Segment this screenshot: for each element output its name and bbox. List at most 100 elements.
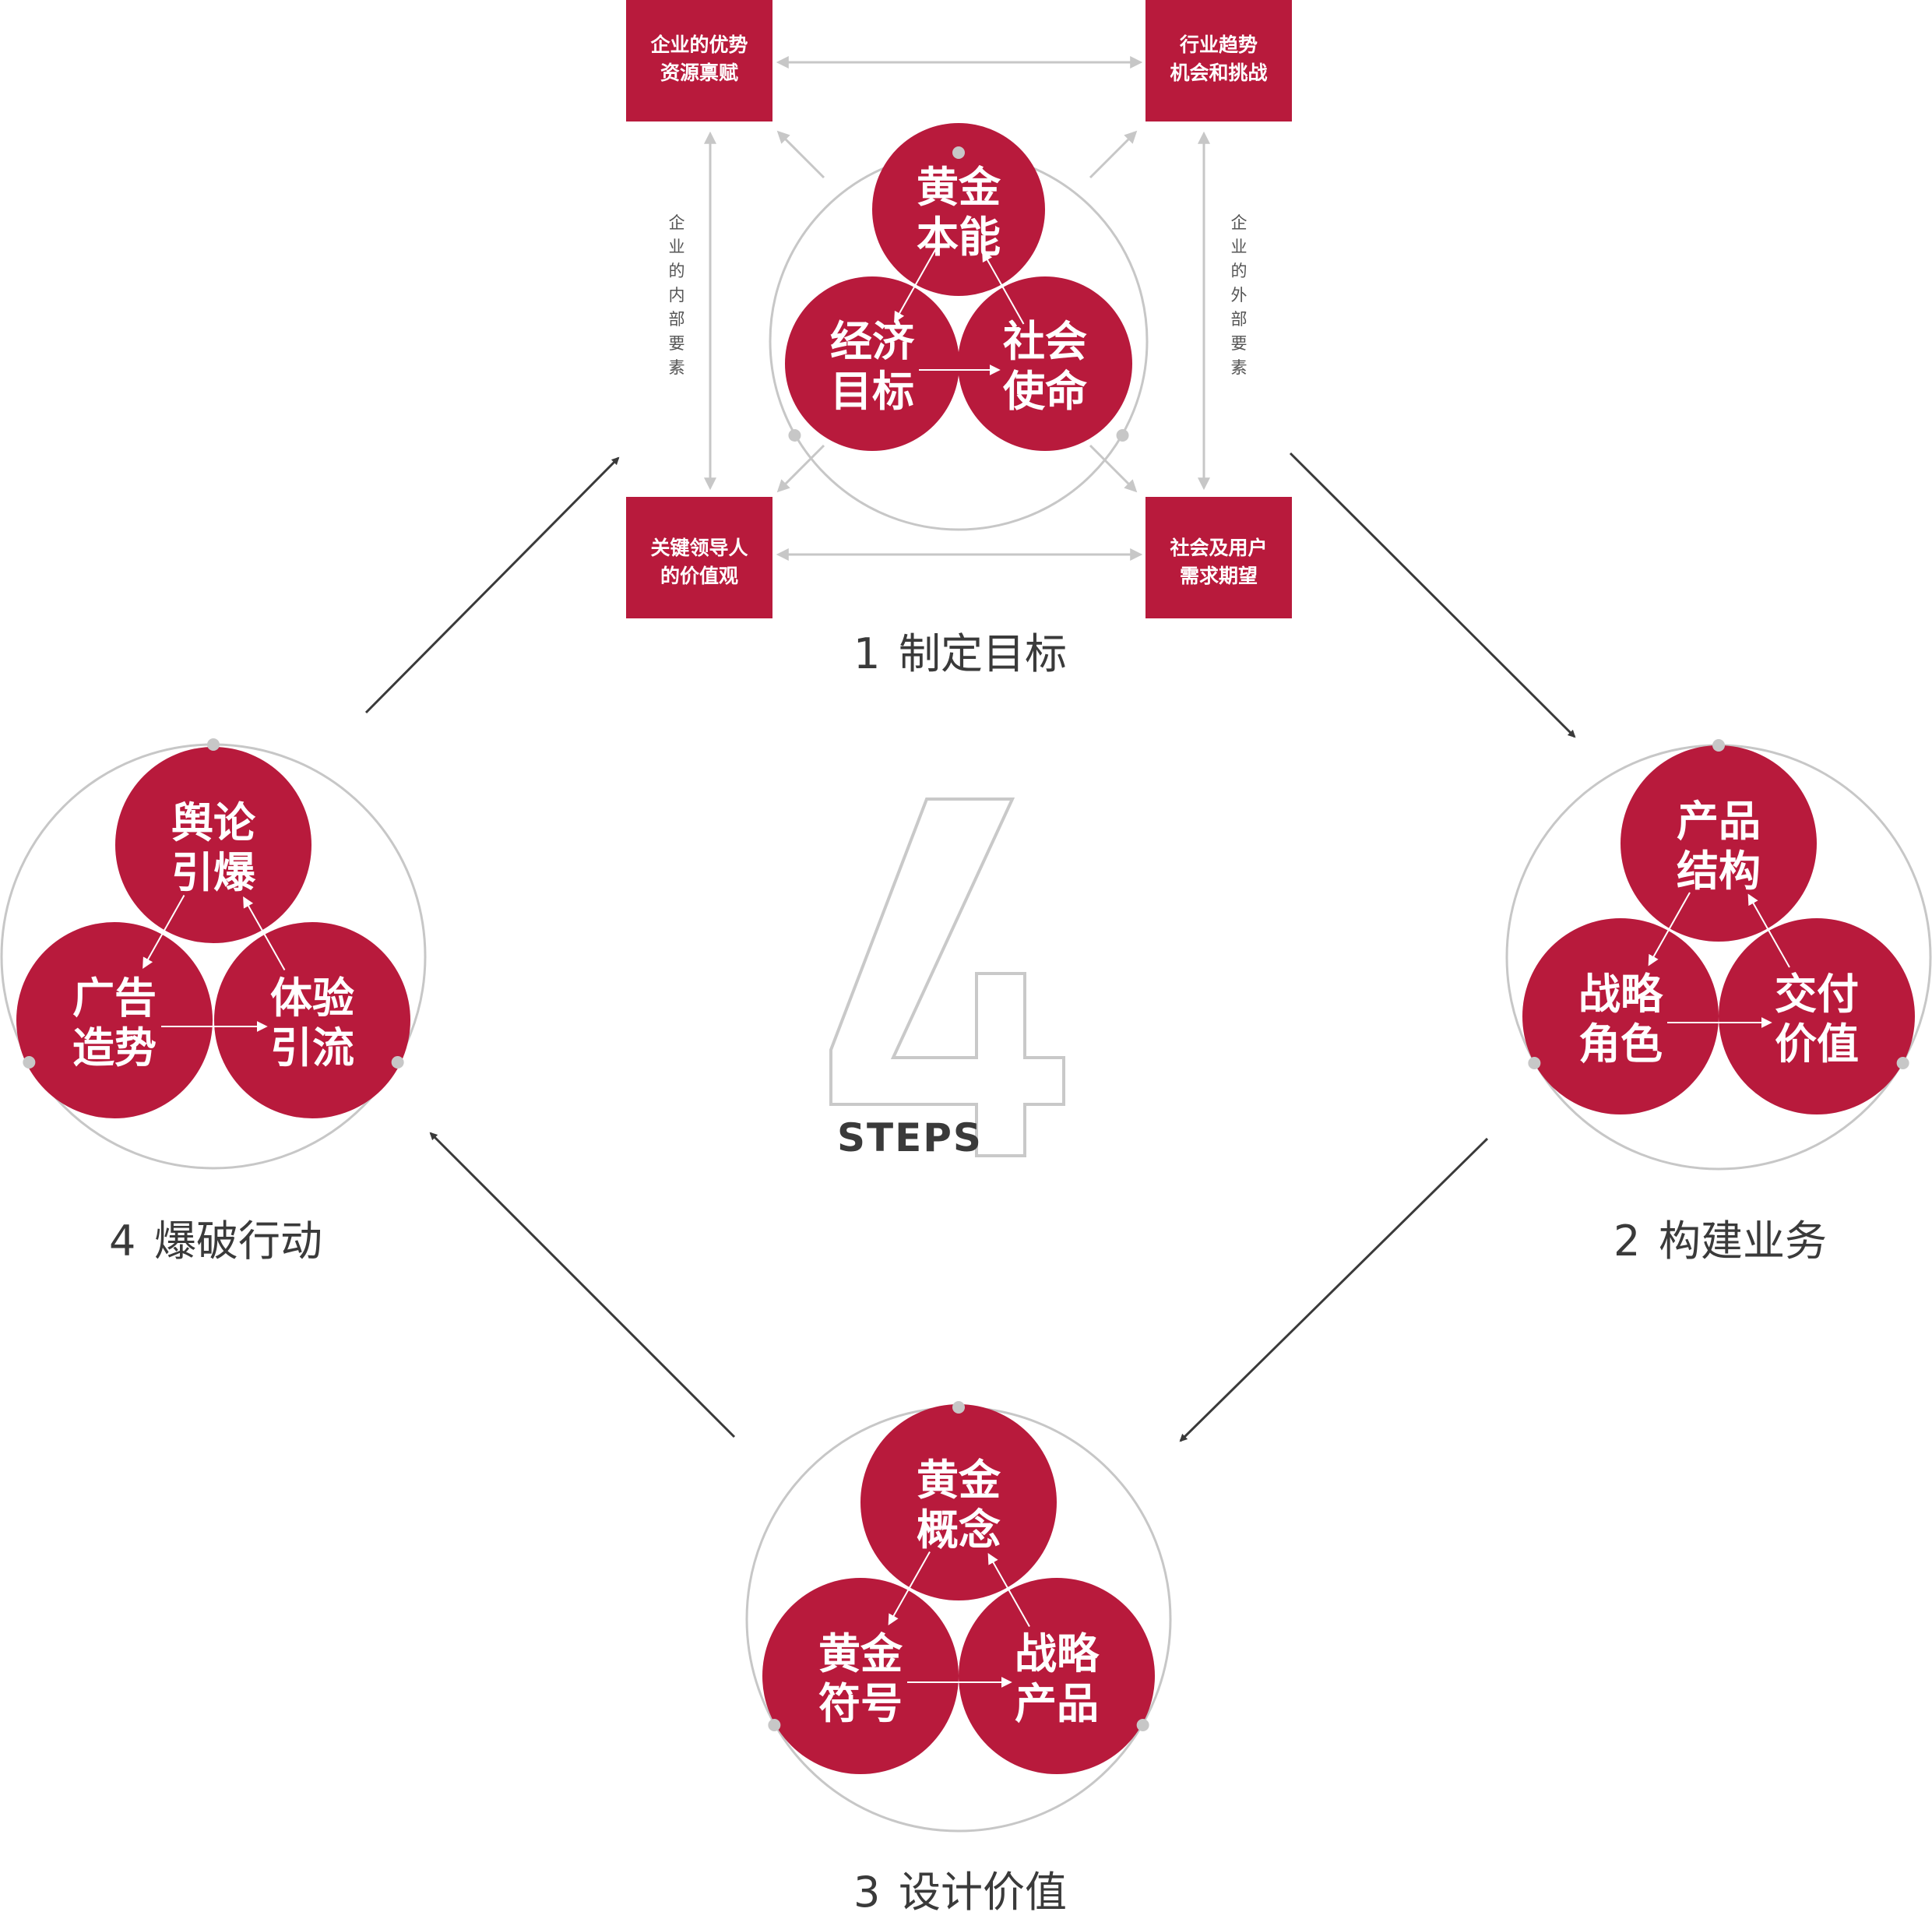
factor-box-resources: 企业的优势 资源禀赋	[626, 0, 772, 121]
bubble-left	[16, 922, 213, 1118]
svg-text:3: 3	[853, 1868, 880, 1917]
inner-arrow-right-to-top	[982, 250, 1025, 325]
inner-arrow-top-to-left	[1648, 892, 1691, 967]
bubble-top-label: 结构	[1677, 847, 1761, 896]
ring-dot	[207, 738, 220, 751]
ring-dot	[1896, 1057, 1909, 1069]
side-label-external: 企 业 的 外 部 要 素	[1231, 213, 1248, 377]
bubble-left-label: 战略	[1578, 970, 1663, 1019]
svg-text:要: 要	[1231, 334, 1248, 353]
svg-text:1: 1	[853, 629, 880, 678]
bubble-right	[214, 922, 410, 1118]
svg-text:需求期望: 需求期望	[1180, 565, 1258, 587]
ring-dot	[1712, 739, 1725, 752]
svg-text:企: 企	[1231, 213, 1248, 232]
svg-text:素: 素	[669, 358, 685, 377]
svg-text:4: 4	[109, 1217, 135, 1266]
svg-text:行业趋势: 行业趋势	[1179, 33, 1258, 56]
ring-dot	[952, 1401, 965, 1414]
center-four-outline: STEPS	[829, 798, 1065, 1160]
svg-text:爆破行动: 爆破行动	[154, 1217, 322, 1266]
bubble-left-label: 符号	[818, 1679, 903, 1728]
diag-bottom-left	[776, 444, 825, 493]
factor-box-industry: 行业趋势 机会和挑战	[1145, 0, 1292, 121]
ring-dot	[1136, 1719, 1149, 1731]
inner-arrow-top-to-left	[143, 895, 185, 969]
bubble-right-label: 社会	[1003, 317, 1087, 366]
bubble-left	[785, 276, 959, 451]
bubble-top-label: 本能	[917, 213, 1001, 262]
svg-text:外: 外	[1231, 286, 1248, 305]
bubble-left-label: 目标	[830, 367, 914, 416]
step3-title: 3 设计价值	[853, 1868, 1067, 1917]
bubble-left-label: 黄金	[818, 1629, 903, 1678]
bubble-right	[959, 1578, 1155, 1774]
svg-text:部: 部	[1231, 310, 1248, 329]
ring-dot	[952, 146, 965, 159]
bubble-left-label: 经济	[830, 317, 915, 366]
svg-text:部: 部	[669, 310, 685, 329]
factor-box-leaders: 关键领导人 的价值观	[626, 497, 772, 618]
bubble-top-label: 舆论	[171, 798, 256, 847]
svg-text:素: 素	[1231, 358, 1248, 377]
svg-text:的: 的	[669, 262, 685, 280]
svg-text:业: 业	[669, 238, 685, 256]
step2-title: 2 构建业务	[1614, 1217, 1827, 1266]
step1-title: 1 制定目标	[853, 629, 1067, 678]
svg-text:内: 内	[669, 286, 685, 305]
bubble-top-label: 引爆	[171, 848, 256, 897]
cycle-arrows	[364, 452, 1576, 1442]
step4-title: 4 爆破行动	[109, 1217, 322, 1266]
svg-text:资源禀赋: 资源禀赋	[660, 62, 738, 84]
bubble-right-label: 价值	[1775, 1019, 1859, 1069]
inner-arrow-top-to-left	[888, 1551, 931, 1625]
bubble-top	[872, 123, 1045, 296]
bubble-left	[762, 1578, 959, 1774]
arrow-step3-to-step4	[429, 1132, 736, 1438]
diag-top-right	[1089, 130, 1138, 179]
step-clusters: 黄金本能经济目标社会使命产品结构战略角色交付价值黄金概念黄金符号战略产品舆论引爆…	[0, 123, 1932, 1833]
svg-text:的价值观: 的价值观	[660, 565, 738, 587]
arrow-step4-to-step1	[364, 456, 620, 714]
svg-text:构建业务: 构建业务	[1659, 1217, 1827, 1266]
inner-arrow-right-to-top	[1747, 893, 1790, 968]
step1-factor-boxes: 企业的优势 资源禀赋 行业趋势 机会和挑战 关键领导人 的价值观 社会及用户 需…	[626, 0, 1292, 618]
bubble-right	[958, 276, 1132, 451]
arrow-step1-to-step2	[1289, 452, 1576, 738]
step-titles: 1 制定目标 2 构建业务 3 设计价值 4 爆破行动	[109, 629, 1827, 1917]
bubble-left-label: 广告	[72, 974, 157, 1023]
bubble-right	[1719, 918, 1915, 1114]
ring-dot	[768, 1719, 781, 1731]
ring-dot	[1116, 429, 1129, 442]
svg-text:制定目标: 制定目标	[899, 629, 1067, 678]
arrow-step2-to-step3	[1179, 1137, 1489, 1442]
bubble-top	[860, 1404, 1057, 1600]
svg-text:业: 业	[1231, 238, 1248, 256]
svg-text:2: 2	[1614, 1217, 1640, 1266]
bubble-top	[1621, 745, 1817, 942]
ring-dot	[391, 1056, 404, 1069]
bubble-top-label: 黄金	[917, 1456, 1001, 1505]
center-steps-label: STEPS	[837, 1115, 983, 1160]
svg-text:设计价值: 设计价值	[899, 1868, 1067, 1917]
svg-text:关键领导人: 关键领导人	[650, 537, 748, 559]
bubble-left	[1522, 918, 1719, 1114]
ring-dot	[788, 429, 801, 442]
bubble-left-label: 角色	[1578, 1019, 1663, 1069]
bubble-right-label: 体验	[270, 974, 354, 1023]
bubble-top	[115, 747, 311, 943]
bubble-left-label: 造势	[72, 1023, 157, 1072]
inner-arrow-right-to-top	[243, 896, 286, 970]
ring-dot	[1528, 1057, 1541, 1069]
svg-text:要: 要	[669, 334, 685, 353]
bubble-right-label: 引流	[270, 1023, 354, 1072]
diag-bottom-right	[1089, 444, 1138, 493]
side-label-internal: 企 业 的 内 部 要 素	[669, 213, 685, 377]
bubble-right-label: 产品	[1015, 1679, 1099, 1728]
inner-arrow-top-to-left	[894, 248, 937, 323]
